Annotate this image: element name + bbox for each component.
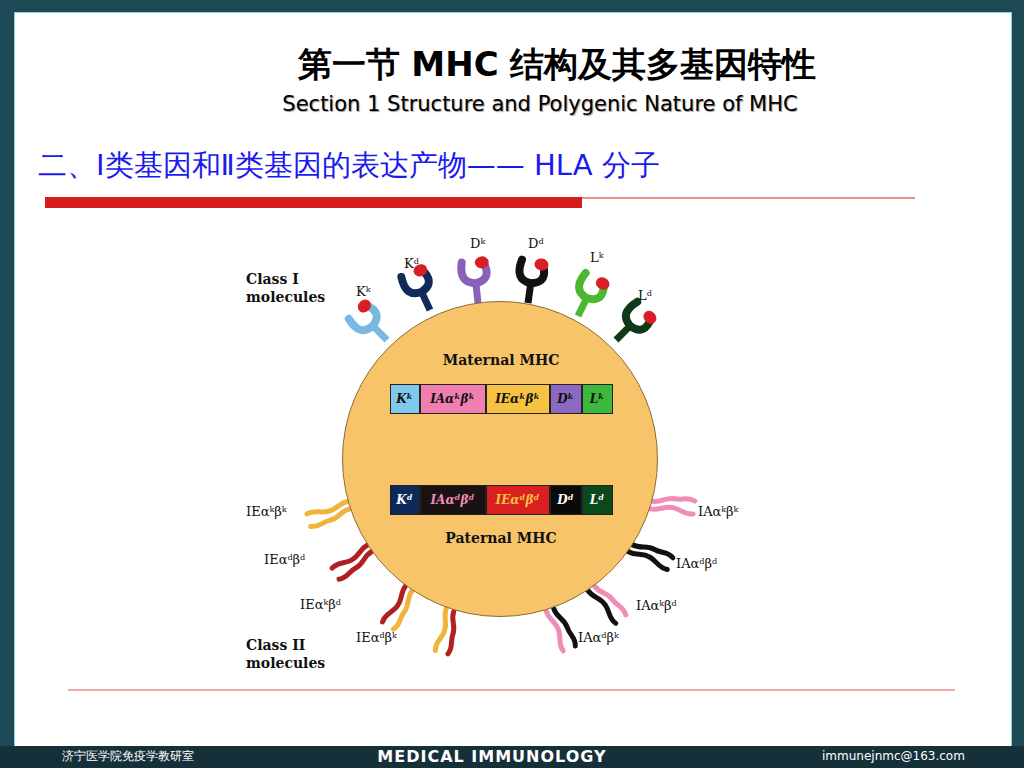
gene-name: Dᵏ — [557, 392, 574, 406]
gene-name: Kᵈ — [396, 493, 412, 507]
gene-name: Lᵏ — [590, 392, 605, 406]
gene-segment: IEαᵈβᵈ — [486, 485, 550, 515]
heading-rule — [45, 198, 915, 199]
gene-segment: Dᵈ — [550, 485, 582, 515]
group-label: Class I molecules — [246, 270, 338, 306]
molecule-label: IEαᵏβᵏ — [246, 504, 286, 519]
gene-name: Kᵏ — [396, 392, 413, 406]
gene-name: IEαᵏβᵏ — [495, 392, 540, 406]
footer-text: MEDICAL IMMUNOLOGY — [377, 747, 606, 766]
chromosome-label: Paternal MHC — [445, 530, 556, 546]
gene-name: Dᵈ — [557, 493, 573, 507]
slide-title: 第一节 MHC 结构及其多基因特性 — [0, 42, 1024, 88]
gene-name: IAαᵈβᵈ — [430, 493, 474, 507]
gene-name: Lᵈ — [590, 493, 604, 507]
gene-name: IEαᵈβᵈ — [496, 493, 540, 507]
gene-segment: Dᵏ — [550, 384, 582, 414]
gene-name: IAαᵏβᵏ — [430, 392, 475, 406]
molecule-label: Kᵈ — [404, 256, 419, 271]
molecule-label: IEαᵈβᵏ — [356, 630, 397, 645]
molecule-label: Dᵈ — [528, 236, 544, 251]
molecule-label: IAαᵏβᵏ — [698, 504, 738, 519]
heading-text: 二、Ⅰ类基因和Ⅱ类基因的表达产物—— HLA 分子 — [38, 146, 660, 186]
cell-circle: Maternal MHC Paternal MHC Kᵏ IAαᵏβᵏ IEαᵏβᵏ Dᵏ… — [342, 301, 658, 617]
bottom-rule — [68, 690, 955, 691]
molecule-label: Dᵏ — [470, 236, 485, 251]
heading-text: Section 1 Structure and Polygenic Nature… — [282, 92, 797, 116]
molecule-label: IAαᵏβᵈ — [636, 598, 677, 613]
gene-segment: Lᵏ — [582, 384, 613, 414]
molecule-label: IEαᵈβᵈ — [264, 552, 305, 567]
molecule-label: Lᵏ — [590, 250, 603, 265]
molecule-label: Kᵏ — [356, 284, 370, 299]
molecule-label: IAαᵈβᵏ — [578, 630, 619, 645]
gene-segment: IAαᵈβᵈ — [420, 485, 486, 515]
gene-segment: Kᵏ — [390, 384, 420, 414]
molecule-label: IEαᵏβᵈ — [300, 597, 341, 612]
footer-text: 济宁医学院免疫学教研室 — [62, 748, 194, 765]
gene-segment: IEαᵏβᵏ — [486, 384, 550, 414]
footer-text: immunejnmc@163.com — [822, 749, 965, 763]
gene-segment: IAαᵏβᵏ — [420, 384, 486, 414]
chromosome-label: Maternal MHC — [443, 352, 560, 368]
molecule-label: Lᵈ — [638, 288, 652, 303]
group-label: Class II molecules — [246, 636, 342, 672]
heading-bar — [45, 197, 582, 208]
gene-segment: Lᵈ — [582, 485, 613, 515]
molecule-label: IAαᵈβᵈ — [676, 556, 717, 571]
gene-segment: Kᵈ — [390, 485, 420, 515]
